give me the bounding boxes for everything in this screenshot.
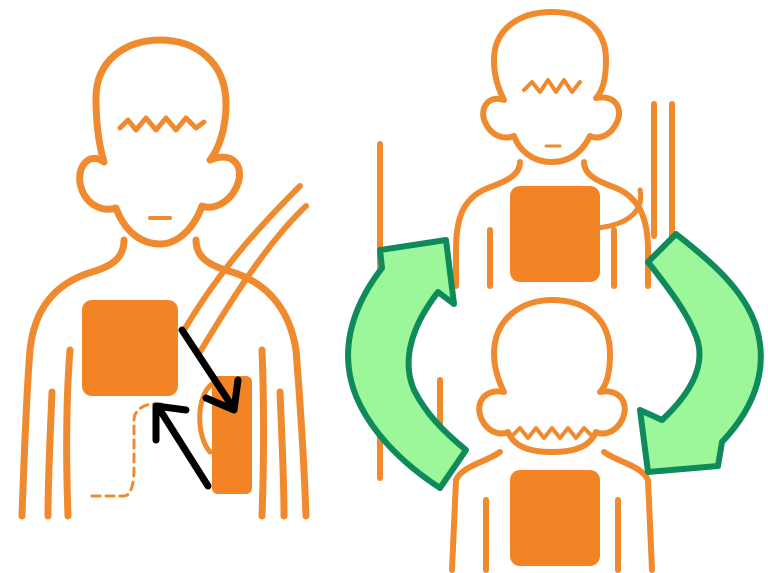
- shoulders-outline-bottom: [452, 452, 500, 570]
- left-panel: [22, 40, 306, 516]
- head-outline: [80, 40, 240, 244]
- left-arm-inner-2: [48, 392, 52, 516]
- lower-pad-cable: [200, 384, 212, 452]
- right-panel: [348, 12, 761, 570]
- curved-arrow-left-icon: [348, 240, 466, 488]
- back-pad: [510, 470, 600, 566]
- pad-cable-top: [598, 190, 641, 228]
- hair-outline-top: [524, 80, 580, 92]
- lower-side-pad: [212, 376, 252, 494]
- front-chest-pad: [510, 186, 600, 282]
- curved-arrow-right-icon: [640, 234, 761, 472]
- left-arm-inner: [67, 350, 70, 516]
- arrow-down-right-icon: [182, 330, 238, 410]
- hair-outline: [120, 118, 204, 130]
- right-arm-inner: [262, 350, 264, 516]
- right-arm-inner-2: [280, 392, 284, 516]
- back-hair-outline: [512, 428, 592, 438]
- upper-chest-pad: [82, 300, 178, 396]
- child-front-figure: [22, 40, 306, 516]
